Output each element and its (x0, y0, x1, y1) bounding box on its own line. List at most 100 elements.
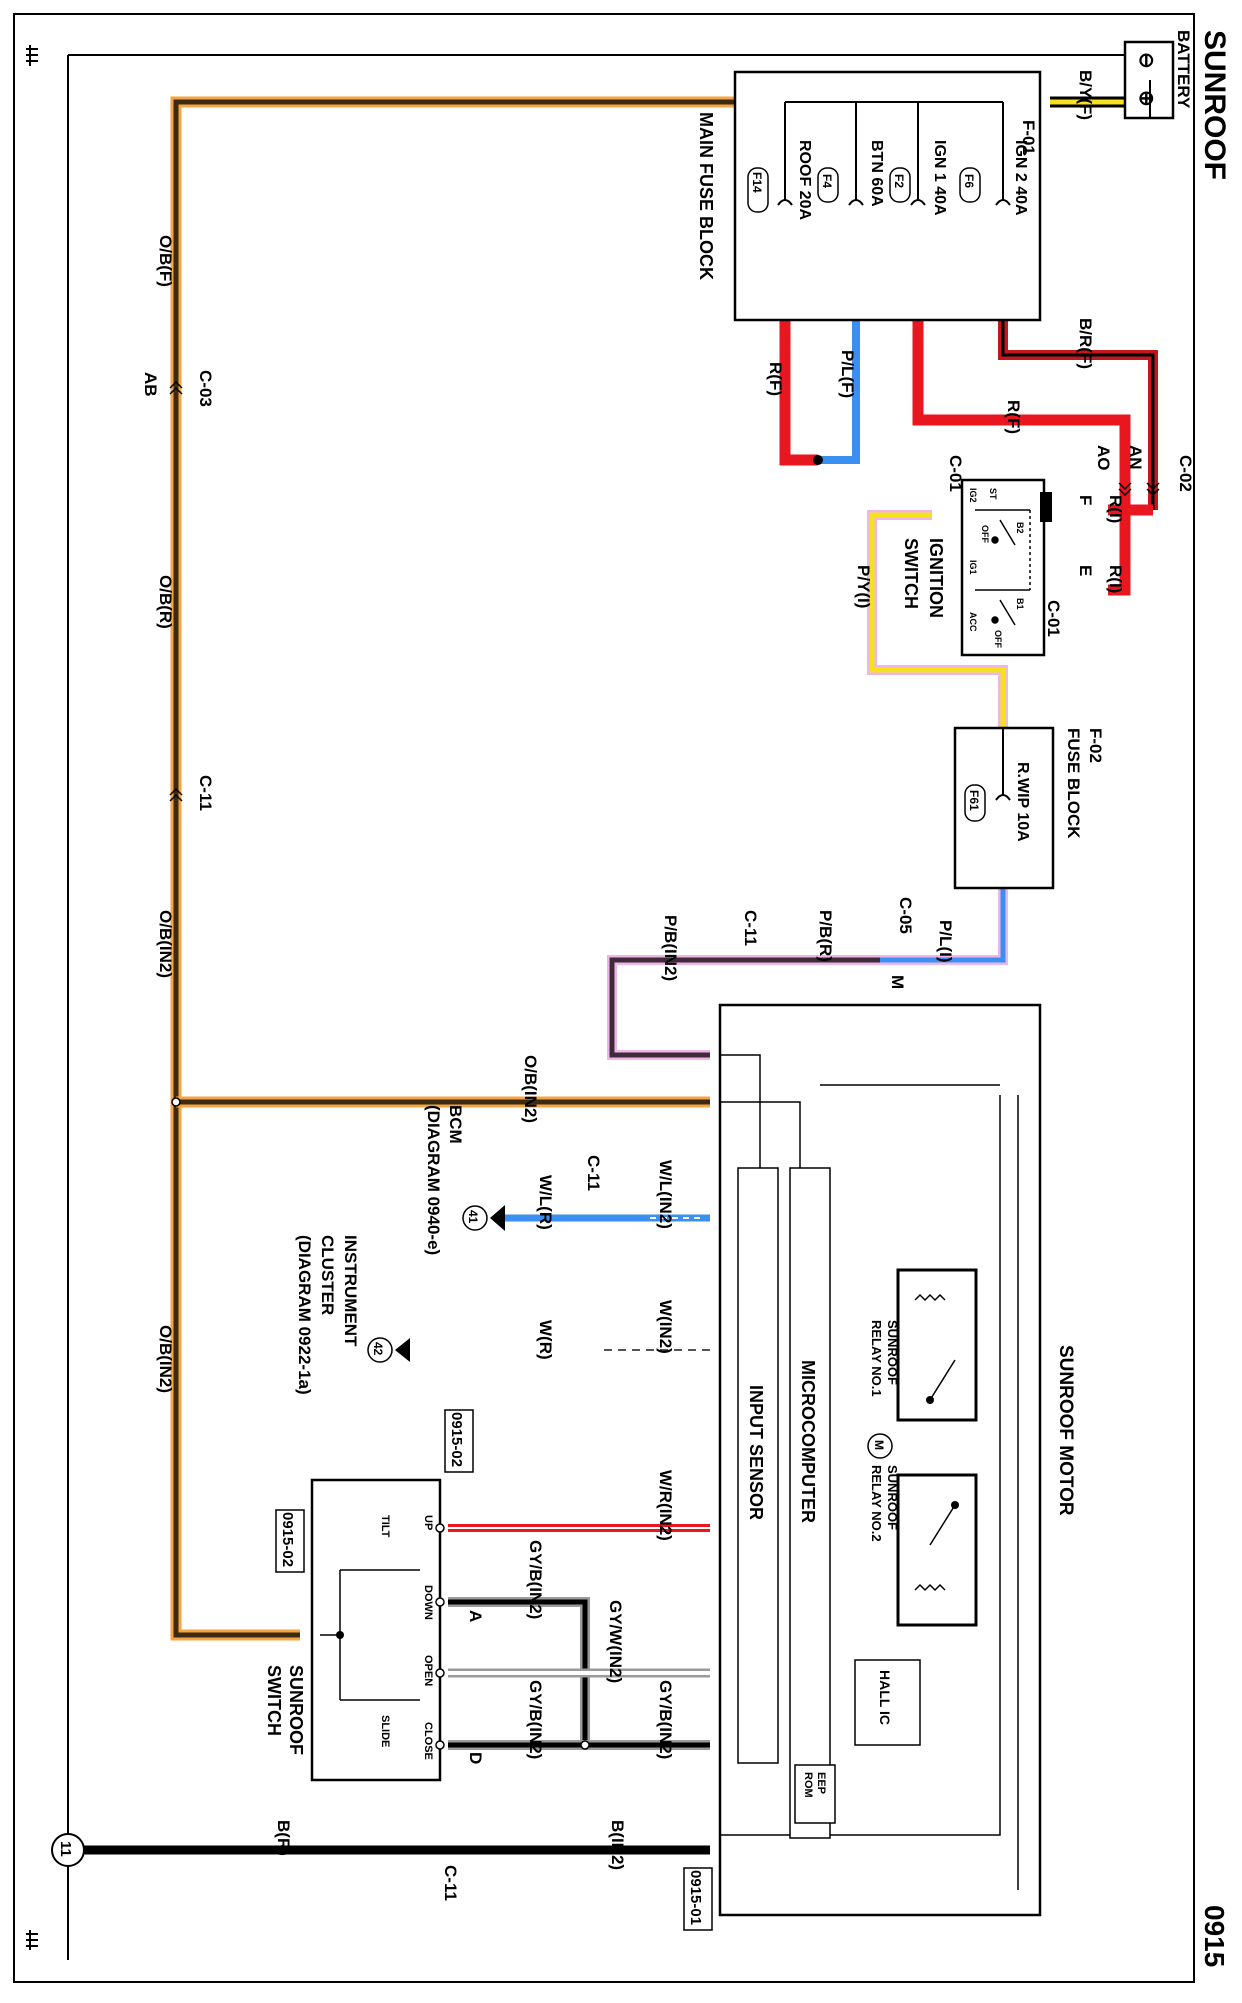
wire-label-wr-in2: W/R(IN2) (656, 1470, 675, 1541)
connector-c11-d: C-11 (441, 1865, 460, 1901)
wire-label-ob-f: O/B(F) (156, 235, 175, 287)
connector-c03: C-03 (196, 370, 215, 407)
svg-text:RELAY NO.1: RELAY NO.1 (869, 1320, 884, 1397)
connector-ao: AO (1094, 445, 1113, 471)
sunroof-motor-title: SUNROOF MOTOR (1055, 1345, 1076, 1516)
wire-label-ob-in2-c: O/B(IN2) (521, 1055, 540, 1123)
battery-label: BATTERY (1174, 30, 1193, 109)
connector-e: E (1076, 565, 1095, 576)
wire-label-pb-in2: P/B(IN2) (661, 915, 680, 981)
fuse-f61-id: F61 (967, 790, 981, 811)
svg-text:ROM: ROM (802, 1772, 814, 1798)
svg-text:OFF: OFF (993, 630, 1003, 648)
svg-text:41: 41 (466, 1210, 480, 1224)
wire-label-r-i-b: R(I) (1106, 565, 1125, 593)
fuse-block-f02-title: FUSE BLOCK (1064, 728, 1083, 839)
svg-text:DOWN: DOWN (422, 1585, 434, 1620)
svg-text:SUNROOF: SUNROOF (885, 1465, 900, 1530)
instrument-cluster-ref: (DIAGRAM 0922-1a) (295, 1235, 314, 1395)
wire-label-gyb-in2-b: GY/B(IN2) (656, 1680, 675, 1759)
connector-an: AN (1126, 445, 1145, 470)
fuse-id-badges: F6 F2 F4 F14 (747, 167, 981, 213)
wire-label-by-f: B/Y(F) (1076, 70, 1095, 120)
connector-c02: C-02 (1176, 455, 1195, 492)
wire-label-gyb-in2-c: GY/B(IN2) (526, 1680, 545, 1759)
wire-label-w-r: W(R) (536, 1320, 555, 1360)
svg-text:UP: UP (422, 1515, 434, 1530)
instrument-cluster-title2: CLUSTER (318, 1235, 337, 1315)
hall-ic-block (854, 1659, 921, 1746)
sunroof-motor: SUNROOF MOTOR INPUT SENSOR MICROCOMPUTER… (718, 1003, 1076, 1917)
connector-f02: F-02 (1086, 728, 1105, 763)
svg-text:B2: B2 (1015, 522, 1025, 534)
cluster-arrow-icon (395, 1338, 410, 1362)
eep-rom-block (794, 1764, 836, 1824)
chassis-ground-icon-bottom (26, 1930, 38, 1950)
fuse-ign1-label: IGN 1 40A (931, 140, 948, 216)
wire-label-ob-r: O/B(R) (156, 575, 175, 629)
ignition-switch-title: IGNITION (926, 538, 946, 618)
bcm-title: BCM (446, 1105, 465, 1144)
wire-label-r-i-a: R(I) (1106, 495, 1125, 523)
connector-f: F (1076, 495, 1095, 505)
sunroof-relay-1 (896, 1268, 978, 1422)
wire-label-w-in2: W(IN2) (656, 1300, 675, 1354)
fuse-btn-label: BTN 60A (868, 140, 885, 207)
hall-ic-label: HALL IC (877, 1670, 893, 1725)
wire-label-b-r: B(R) (274, 1820, 293, 1856)
microcomputer-block (789, 1167, 831, 1839)
fuse-ign2-label: IGN 2 40A (1012, 140, 1029, 216)
switch-ref-bottom: 0915-02 (279, 1512, 296, 1567)
main-fuse-block-title: MAIN FUSE BLOCK (696, 112, 716, 280)
svg-text:IG2: IG2 (968, 488, 978, 503)
connector-a: A (466, 1610, 485, 1622)
ignition-switch: C-01 C-01 F E R(I) R(I) IGNITION SWITCH … (854, 455, 1125, 657)
main-fuse-block: MAIN FUSE BLOCK F-01 IGN 2 40A IGN 1 40A… (696, 70, 1042, 322)
sunroof-relay-2 (896, 1473, 978, 1627)
wire-label-r-f-ign: R(F) (1004, 400, 1023, 434)
wire-label-pl-f: P/L(F) (838, 350, 857, 398)
wire-label-gyw-in2: GY/W(IN2) (606, 1600, 625, 1683)
page-title: SUNROOF (1198, 30, 1231, 180)
connector-c05: C-05 (896, 897, 915, 934)
input-sensor-block (737, 1167, 779, 1764)
connector-f01: F-01 (1019, 120, 1038, 155)
svg-text:M: M (872, 1440, 886, 1450)
connector-m: M (888, 975, 907, 989)
svg-text:OPEN: OPEN (422, 1655, 434, 1686)
connector-c11-a: C-11 (196, 775, 215, 811)
wire-ob-trunk (170, 96, 785, 1641)
svg-text:F4: F4 (820, 174, 834, 188)
diagram-number: 0915 (1199, 1905, 1230, 1967)
ground-marker (51, 1833, 85, 1867)
switch-ref-top: 0915-02 (448, 1412, 465, 1467)
bcm-arrow-icon (490, 1205, 505, 1231)
connector-c11-c: C-11 (584, 1155, 603, 1191)
wire-r-f-ign1 (912, 230, 1131, 596)
connector-ab: AB (141, 372, 160, 397)
fuse-rwip-label: R.WIP 10A (1014, 762, 1031, 842)
svg-text:11: 11 (57, 1841, 74, 1857)
svg-text:SUNROOF: SUNROOF (885, 1320, 900, 1385)
battery-pos-icon: ⊕ (1135, 90, 1157, 107)
input-sensor-label: INPUT SENSOR (746, 1385, 766, 1520)
svg-text:F14: F14 (750, 172, 764, 193)
svg-text:OFF: OFF (980, 525, 990, 543)
connector-c11-b: C-11 (741, 910, 760, 946)
chassis-ground-icon (26, 45, 38, 66)
fuse-roof-label: ROOF 20A (796, 140, 813, 220)
instrument-cluster-reference: 42 INSTRUMENT CLUSTER (DIAGRAM 0922-1a) (295, 1235, 410, 1395)
svg-text:B1: B1 (1015, 598, 1025, 610)
wire-label-ob-in2-b: O/B(IN2) (156, 1325, 175, 1393)
wire-label-py-i: P/Y(I) (854, 565, 873, 608)
svg-text:EEP: EEP (815, 1772, 827, 1794)
svg-text:ST: ST (988, 488, 998, 500)
sunroof-switch: 0915-02 0915-02 SUNROOF SWITCH UP TILT D… (264, 1409, 474, 1782)
wire-label-wl-r: W/L(R) (536, 1175, 555, 1230)
ground-ref: 0915-01 (687, 1870, 704, 1925)
fuse-block-f02: F-02 FUSE BLOCK R.WIP 10A F61 (953, 726, 1105, 890)
wire-label-pl-i: P/L(I) (936, 920, 955, 963)
wire-label-ob-in2-a: O/B(IN2) (156, 910, 175, 978)
instrument-cluster-title: INSTRUMENT (341, 1235, 360, 1347)
